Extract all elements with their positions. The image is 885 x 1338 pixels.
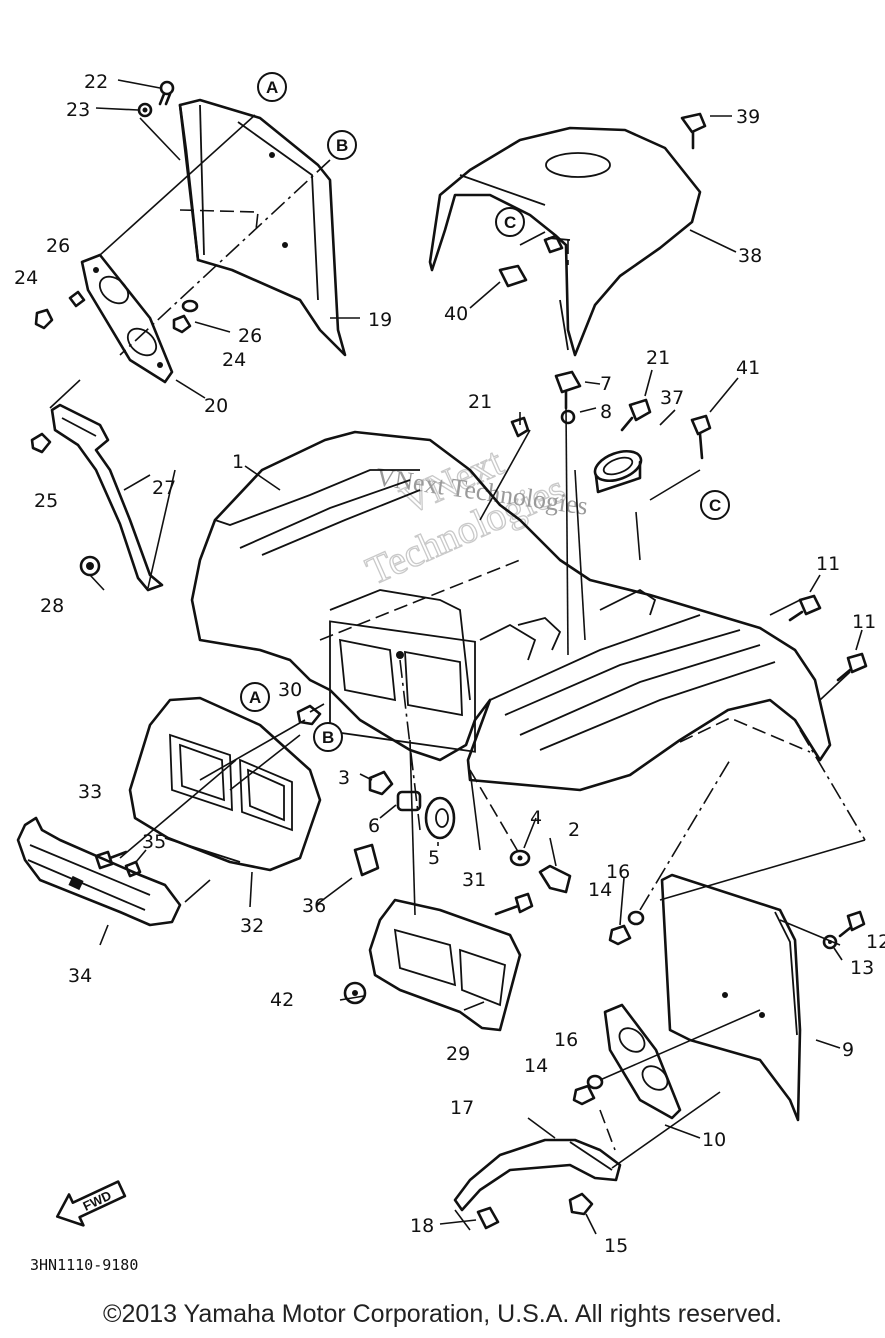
callout-3: 3: [338, 767, 350, 789]
callout-4: 4: [530, 807, 542, 829]
callout-20: 20: [204, 395, 228, 417]
callout-11-bottom: 11: [852, 611, 876, 633]
callout-14-bottom: 14: [524, 1055, 548, 1077]
callout-9: 9: [842, 1039, 854, 1061]
callout-2: 2: [568, 819, 580, 841]
callout-35: 35: [142, 831, 166, 853]
ref-marker-a-top: A: [266, 78, 278, 97]
part-29-lens-case: [368, 898, 522, 1032]
callout-33: 33: [78, 781, 102, 803]
part-10-mount-plate: [603, 1003, 682, 1120]
callout-6: 6: [368, 815, 380, 837]
callout-13: 13: [850, 957, 874, 979]
copyright-notice: ©2013 Yamaha Motor Corporation, U.S.A. A…: [103, 1300, 782, 1328]
leader-lines: [49, 79, 866, 1235]
part-34-guard-bar: [16, 816, 182, 927]
callout-18: 18: [410, 1215, 434, 1237]
part-37-grommet: [593, 449, 643, 494]
part-38-rear-cover: [428, 126, 702, 357]
callout-11-top: 11: [816, 553, 840, 575]
part-20-mount-plate: [80, 253, 174, 384]
callout-5: 5: [428, 847, 440, 869]
callout-31: 31: [462, 869, 486, 891]
callout-40: 40: [444, 303, 468, 325]
part-32-light-housing: [128, 696, 322, 872]
ref-marker-b-top: B: [336, 136, 348, 155]
callout-32: 32: [240, 915, 264, 937]
callout-42: 42: [270, 989, 294, 1011]
callout-37: 37: [660, 387, 684, 409]
callout-19: 19: [368, 309, 392, 331]
callout-16-bottom: 16: [554, 1029, 578, 1051]
callout-21-right: 21: [646, 347, 670, 369]
callout-24-right: 24: [222, 349, 246, 371]
callouts: 22 23 26 24 26 24 19 20 25 27 28 1 39 38…: [14, 71, 885, 1257]
callout-7: 7: [600, 373, 612, 395]
callout-12: 12: [866, 931, 885, 953]
callout-15: 15: [604, 1235, 628, 1257]
part-17-stay: [453, 1138, 622, 1212]
callout-29: 29: [446, 1043, 470, 1065]
callout-21-left: 21: [468, 391, 492, 413]
callout-1: 1: [232, 451, 244, 473]
callout-8: 8: [600, 401, 612, 423]
callout-36: 36: [302, 895, 326, 917]
callout-17: 17: [450, 1097, 474, 1119]
callout-26-left: 26: [46, 235, 70, 257]
callout-27: 27: [152, 477, 176, 499]
ref-marker-a-bottom: A: [249, 688, 261, 707]
callout-39: 39: [736, 106, 760, 128]
part-1-rear-fender: [190, 430, 832, 792]
callout-25: 25: [34, 490, 58, 512]
callout-22: 22: [84, 71, 108, 93]
part-9-mud-flap: [660, 873, 802, 1122]
callout-26-right: 26: [238, 325, 262, 347]
part-19-flap-panel: [178, 98, 347, 357]
callout-38: 38: [738, 245, 762, 267]
callout-30: 30: [278, 679, 302, 701]
fwd-arrow: FWD: [55, 1180, 127, 1227]
ref-marker-c-right: C: [709, 496, 721, 515]
reference-markers: A B C C A B: [240, 72, 730, 752]
callout-23: 23: [66, 99, 90, 121]
callout-24-left: 24: [14, 267, 38, 289]
callout-16-top: 16: [606, 861, 630, 883]
diagram-code: 3HN1110-9180: [30, 1256, 138, 1274]
callout-34: 34: [68, 965, 92, 987]
callout-10: 10: [702, 1129, 726, 1151]
part-27-stay: [50, 403, 164, 592]
callout-41: 41: [736, 357, 760, 379]
hardware: [94, 112, 868, 1230]
callout-14-top: 14: [588, 879, 612, 901]
callout-28: 28: [40, 595, 64, 617]
ref-marker-c-top: C: [504, 213, 516, 232]
ref-marker-b-bottom: B: [322, 728, 334, 747]
